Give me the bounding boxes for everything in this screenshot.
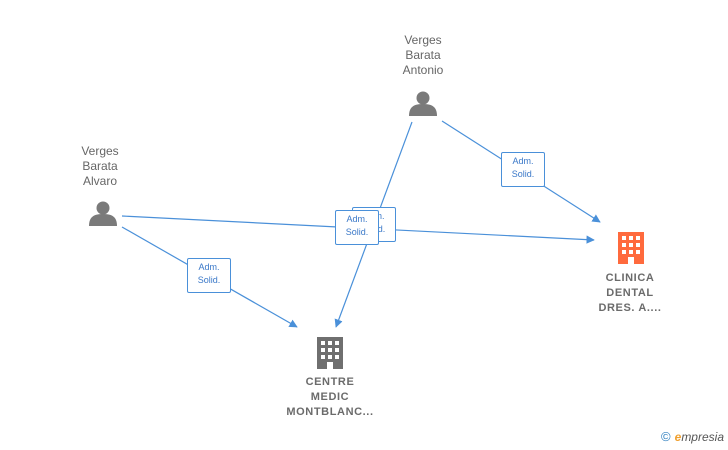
- edge-label-alvaro-clinica[interactable]: Adm. Solid.: [335, 210, 379, 245]
- company-name-line: DENTAL: [606, 287, 654, 299]
- copyright-icon: ©: [661, 429, 671, 444]
- brand-footer: ©empresia: [661, 429, 724, 444]
- edge-label-line: Solid.: [345, 227, 369, 237]
- person-label-alvaro[interactable]: Verges Barata Alvaro: [60, 144, 140, 189]
- person-name-line: Barata: [82, 159, 118, 173]
- edge-label-line: Adm.: [512, 156, 534, 166]
- edge-label-line: Adm.: [346, 214, 368, 224]
- building-icon[interactable]: [317, 337, 343, 369]
- company-label-centre[interactable]: CENTRE MEDIC MONTBLANC...: [274, 375, 386, 420]
- building-icon[interactable]: [618, 232, 644, 264]
- company-name-line: DRES. A....: [598, 302, 662, 314]
- edge-label-line: Solid.: [511, 169, 535, 179]
- person-name-line: Antonio: [402, 63, 444, 77]
- person-name-line: Barata: [405, 48, 441, 62]
- company-name-line: MEDIC: [310, 391, 350, 403]
- person-name-line: Alvaro: [82, 174, 117, 188]
- person-name-line: Verges: [81, 144, 119, 158]
- person-icon[interactable]: [409, 91, 437, 117]
- company-label-clinica[interactable]: CLINICA DENTAL DRES. A....: [580, 271, 680, 316]
- brand-logo-initial: e: [674, 430, 682, 444]
- edge-label-alvaro-centre[interactable]: Adm. Solid.: [187, 258, 231, 293]
- person-label-antonio[interactable]: Verges Barata Antonio: [383, 33, 463, 78]
- person-icon[interactable]: [89, 201, 117, 227]
- edge-label-line: Solid.: [197, 275, 221, 285]
- company-name-line: CENTRE: [305, 376, 355, 388]
- company-name-line: CLINICA: [605, 272, 655, 284]
- edge-label-antonio-clinica[interactable]: Adm. Solid.: [501, 152, 545, 187]
- brand-logo-text: mpresia: [681, 430, 724, 444]
- edge-label-line: Adm.: [198, 262, 220, 272]
- company-name-line: MONTBLANC...: [286, 406, 374, 418]
- person-name-line: Verges: [404, 33, 442, 47]
